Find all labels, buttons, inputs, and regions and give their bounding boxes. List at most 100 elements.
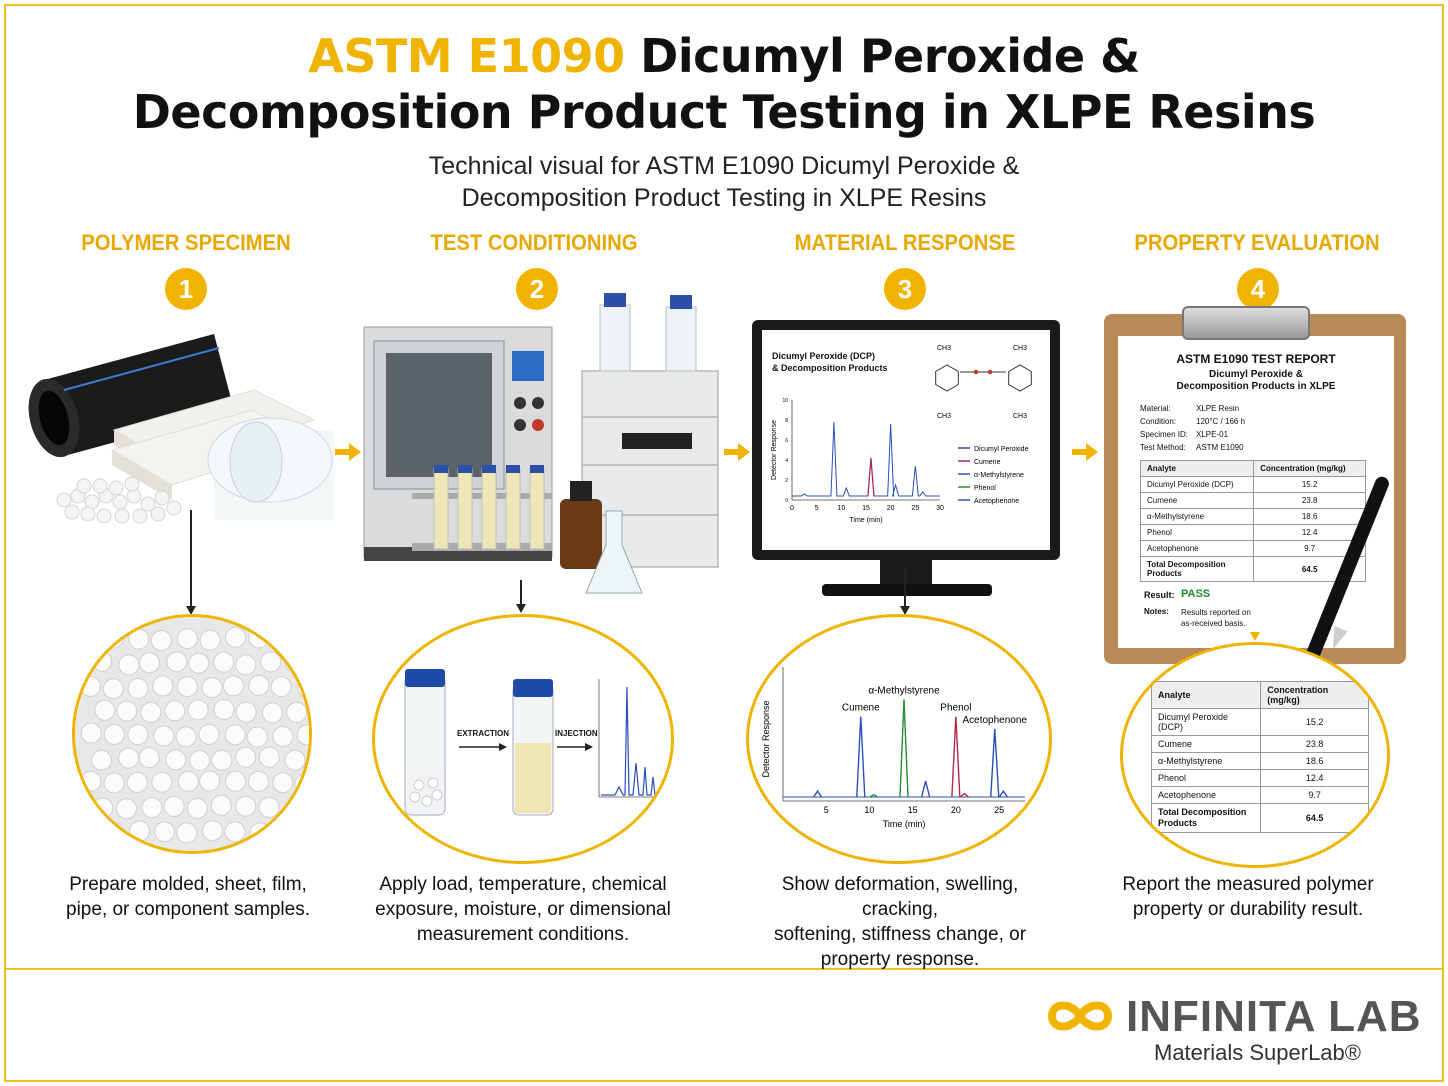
caption-line: property or durability result. [1132,899,1364,920]
arrow-right-icon [499,743,507,751]
report-title: ASTM E1090 TEST REPORT [1176,352,1336,366]
table-cell: Phenol [1150,769,1262,787]
x-tick-label: 15 [862,505,870,512]
arrow-down-icon [186,606,196,615]
pellet [80,722,102,744]
notes-line2: as-received basis. [1181,619,1246,628]
monitor-screen: Dicumyl Peroxide (DCP) & Decomposition P… [762,330,1050,550]
pellet [116,700,138,722]
pellet [189,750,211,771]
x-tick-label: 10 [837,505,845,512]
arrow-down-icon [516,604,526,613]
total-label-line2: Products [1147,569,1182,578]
chromatogram-peak [951,716,961,798]
meta-value: ASTM E1090 [1196,443,1244,452]
pellet [258,796,280,818]
pellet [165,749,187,771]
chromatogram-peak [856,716,866,798]
connector-line [190,510,192,608]
page-title: ASTM E1090 Dicumyl Peroxide & Decomposit… [0,28,1448,140]
benzene-ring [1008,364,1032,392]
pellet [188,652,210,674]
chromatogram-peak [920,780,931,798]
table-cell: Acetophenone [1139,540,1255,557]
polymer-specimens-illustration [28,334,334,524]
arrow-right-icon [585,743,593,751]
pellet [166,651,188,673]
report-subtitle-line1: Dicumyl Peroxide & [1209,369,1303,380]
subtitle-line2: Decomposition Product Testing in XLPE Re… [461,184,987,212]
table-header: Concentration (mg/kg) [1253,460,1366,477]
conditioning-equipment-illustration [363,293,719,594]
notes-text: Results reported on as-received basis. [1181,607,1251,629]
pellet [225,770,246,792]
methyl-label: CH3 [1013,345,1027,352]
methyl-label: CH3 [937,345,951,352]
pellet [235,654,257,676]
pellet [163,795,185,817]
table-cell: 18.6 [1253,508,1366,525]
table-cell: Cumene [1150,735,1262,753]
hplc-system-icon [581,293,719,568]
x-tick-label: 25 [994,805,1004,815]
chromatogram-peak [899,699,909,798]
y-tick-label: 2 [785,478,788,484]
peak-label: Cumene [842,703,880,714]
x-tick-label: 15 [908,805,918,815]
result-value: PASS [1181,588,1211,600]
step1-caption: Prepare molded, sheet, film, pipe, or co… [38,872,338,922]
footer-divider [6,968,1442,970]
subtitle-line1: Technical visual for ASTM E1090 Dicumyl … [428,152,1020,180]
x-tick-label: 0 [790,505,794,512]
result-label: Result: [1144,590,1175,600]
arrow-right-icon [1072,443,1098,461]
chromatogram-peak [998,789,1008,798]
y-tick-label: 0 [785,498,788,504]
legend-label: α-Methylstyrene [974,472,1024,479]
table-cell: α-Methylstyrene [1139,508,1255,525]
extraction-illustration [404,669,669,816]
pellet [152,675,174,697]
pellet [248,770,270,792]
y-tick-label: 8 [785,418,788,424]
pellet [272,726,294,747]
table-cell: Dicumyl Peroxide (DCP) [1139,476,1255,493]
y-axis-label: Detector Response [761,700,771,777]
extraction-circle: EXTRACTION INJECTION [372,614,674,864]
table-header: Concentration (mg/kg) [1260,681,1369,709]
title-line1: Dicumyl Peroxide & [624,29,1140,83]
step1-heading: POLYMER SPECIMEN [81,230,291,255]
injection-label: INJECTION [555,729,598,738]
pellet [94,699,116,721]
title-line2: Decomposition Product Testing in XLPE Re… [132,85,1316,139]
arrow-down-icon [900,606,910,615]
meta-key: Condition: [1140,417,1177,426]
pellet [102,678,124,700]
meta-value: XLPE Resin [1196,404,1240,413]
pellet [211,749,233,771]
pellet [296,724,309,746]
pellet [248,674,270,696]
meta-key: Material: [1140,404,1171,413]
pellet [176,822,198,844]
table-row: Dicumyl Peroxide (DCP)15.2 [1139,476,1366,493]
table-cell: α-Methylstyrene [1150,752,1262,770]
mini-chromatogram-icon [598,679,669,798]
step2-heading: TEST CONDITIONING [430,230,638,255]
monitor: Dicumyl Peroxide (DCP) & Decomposition P… [752,320,1060,560]
monitor-stand [880,560,932,588]
infinity-logo-icon [1047,1001,1113,1031]
arrow-right-icon [724,443,750,461]
pellet [127,724,149,746]
connector-line [904,566,906,608]
report-subtitle: Dicumyl Peroxide & Decomposition Product… [1118,369,1394,393]
pellet [272,772,294,794]
title-accent: ASTM E1090 [308,29,625,83]
